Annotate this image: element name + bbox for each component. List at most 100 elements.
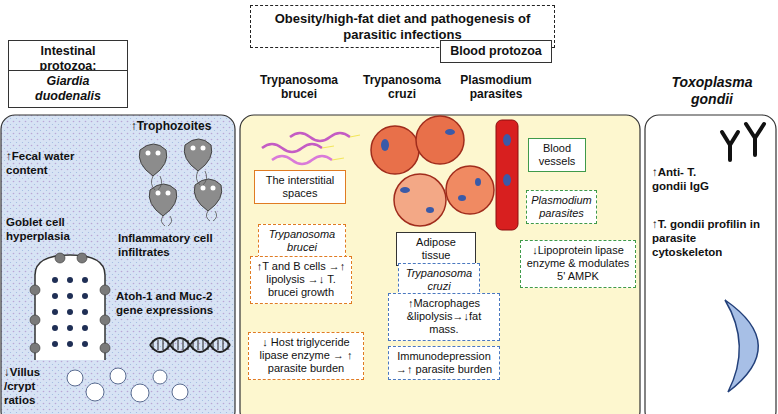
illustration-line (193, 340, 194, 350)
box-text: Trypanosoma cruzi (403, 267, 475, 293)
text-label: ↓Villus /crypt ratios (4, 366, 62, 407)
illustration-circle (416, 116, 464, 164)
illustration-circle (201, 186, 206, 191)
text-box: Blood protozoa (440, 40, 552, 63)
illustration-circle (67, 309, 73, 315)
text-label: ↑Anti- T. gondii IgG (652, 166, 724, 194)
text-box: Adipose tissue (396, 232, 476, 266)
illustration-line (163, 340, 164, 350)
illustration-circle (77, 253, 87, 263)
text-box: Trypanosoma brucei (258, 224, 346, 258)
illustration-path (725, 300, 758, 392)
text-label: Trypanosoma cruzi (358, 73, 446, 102)
text-box: ↓ Host triglyceride lipase enzyme → ↑ pa… (248, 332, 364, 380)
illustration-circle (30, 315, 40, 325)
illustration-circle (100, 315, 110, 325)
illustration-circle (52, 293, 58, 299)
text-box: Plasmodium parasites (526, 190, 597, 224)
box-text: Blood protozoa (445, 44, 547, 59)
illustration-circle (82, 309, 88, 315)
illustration-circle (30, 285, 40, 295)
text-box: Blood vessels (528, 138, 586, 172)
illustration-circle (55, 253, 65, 263)
illustration-g (139, 139, 222, 216)
illustration-path (184, 139, 212, 171)
text-box: ↑Macrophages &lipolysis→↓fat mass. (388, 293, 500, 341)
illustration-circle (30, 343, 40, 353)
illustration-line (173, 340, 174, 350)
illustration-line (198, 340, 199, 350)
illustration-circle (100, 285, 110, 295)
text-label: Inflammatory cell infiltrates (118, 232, 228, 260)
illustration-circle (52, 277, 58, 283)
box-text: ↓ Host triglyceride lipase enzyme → ↑ pa… (253, 336, 359, 376)
text-label: ↑Fecal water content (6, 150, 96, 178)
illustration-g (146, 146, 216, 196)
illustration-path (262, 144, 322, 152)
illustration-rect (240, 115, 640, 414)
box-text: ↓Lipoprotein lipase enzyme & modulates 5… (525, 244, 631, 284)
illustration-circle (156, 151, 161, 156)
illustration-ellipse (475, 178, 481, 186)
illustration-ellipse (381, 139, 389, 151)
text-box: ↑T and B cells →↑ lipolysis →↓ T. brucei… (250, 256, 352, 304)
illustration-path (161, 216, 171, 226)
illustration-circle (211, 186, 216, 191)
illustration-g (150, 338, 230, 352)
text-label: Plasmodium parasites (454, 73, 538, 102)
illustration-circle (86, 383, 104, 401)
illustration-path (746, 124, 764, 155)
illustration-circle (52, 325, 58, 331)
box-text: ↑Macrophages &lipolysis→↓fat mass. (393, 297, 495, 337)
illustration-g (52, 277, 88, 347)
illustration-g (722, 124, 764, 160)
text-box: Giardia duodenalis (8, 70, 128, 108)
illustration-circle (67, 293, 73, 299)
box-text: Immunodepression →↑ parasite burden (393, 350, 495, 376)
illustration-line (188, 340, 189, 350)
illustration-ellipse (503, 174, 511, 186)
illustration-circle (67, 277, 73, 283)
illustration-g (371, 116, 494, 226)
illustration-ellipse (503, 134, 511, 146)
text-label: ↑T. gondii profilin in parasite cytoskel… (652, 218, 767, 259)
illustration-path (35, 255, 105, 360)
illustration-rect (496, 120, 518, 230)
illustration-g (381, 129, 481, 213)
text-box: Immunodepression →↑ parasite burden (388, 346, 500, 380)
illustration-rect (1, 115, 235, 414)
illustration-path (290, 133, 350, 141)
illustration-circle (82, 325, 88, 331)
illustration-path (149, 184, 177, 216)
box-text: Trypanosoma brucei (263, 228, 341, 254)
illustration-circle (146, 151, 151, 156)
illustration-circle (156, 191, 161, 196)
illustration-line (213, 340, 214, 350)
illustration-line (153, 340, 154, 350)
illustration-circle (172, 384, 188, 400)
illustration-line (228, 340, 229, 350)
illustration-g (30, 253, 110, 353)
illustration-path (150, 338, 230, 352)
illustration-line (178, 340, 179, 350)
illustration-circle (67, 370, 83, 386)
box-text: Blood vessels (533, 142, 581, 168)
text-box: ↓Lipoprotein lipase enzyme & modulates 5… (520, 240, 636, 288)
text-label: ↑Trophozoites (112, 119, 230, 133)
illustration-line (183, 340, 184, 350)
illustration-ellipse (458, 195, 466, 201)
illustration-circle (100, 343, 110, 353)
illustration-circle (166, 191, 171, 196)
illustration-line (168, 340, 169, 350)
illustration-path (194, 179, 222, 211)
illustration-circle (67, 341, 73, 347)
illustration-circle (153, 370, 167, 384)
text-label: Toxoplasma gondii (652, 74, 772, 108)
illustration-circle (191, 146, 196, 151)
illustration-circle (201, 146, 206, 151)
illustration-rect (645, 115, 776, 414)
illustration-circle (52, 309, 58, 315)
illustration-circle (82, 277, 88, 283)
illustration-circle (82, 341, 88, 347)
